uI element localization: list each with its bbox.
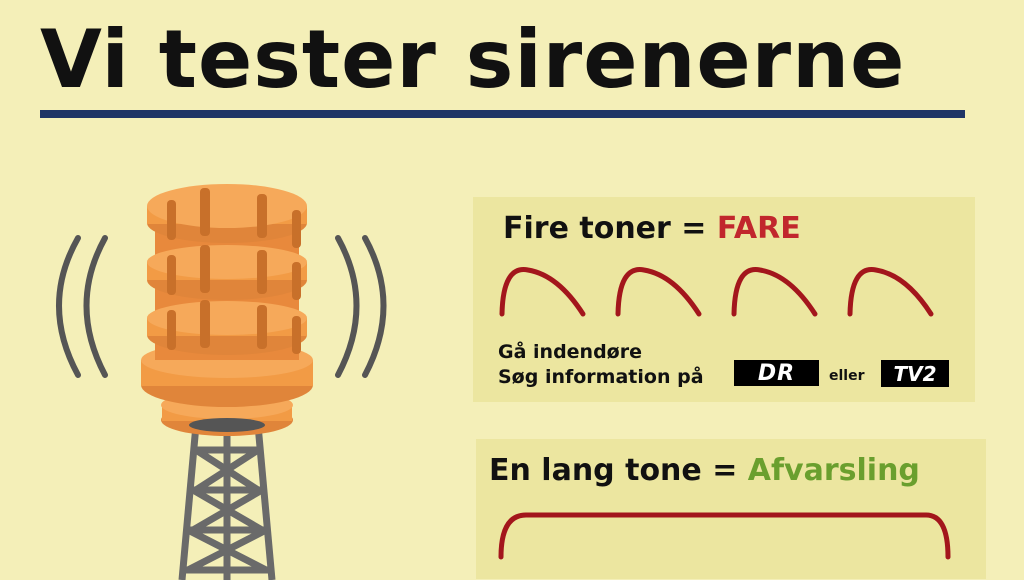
danger-heading: Fire toner = FARE <box>503 211 801 246</box>
sound-wave-left-inner <box>83 235 108 378</box>
page-title: Vi tester sirenerne <box>40 13 906 106</box>
tv2-logo: TV2 <box>881 360 949 387</box>
eller-text: eller <box>829 368 865 384</box>
danger-heading-highlight: FARE <box>716 211 801 246</box>
long-tone-graphic <box>498 512 951 560</box>
instructions: Gå indendøre Søg information på <box>498 340 704 390</box>
tone-wave-2 <box>615 267 702 317</box>
siren-tower-illustration <box>56 184 387 580</box>
instruction-go-indoors: Gå indendøre <box>498 341 642 363</box>
danger-signal-card: Fire toner = FARE Gå indendøre Søg infor… <box>473 197 975 402</box>
sound-wave-left-outer <box>56 235 81 378</box>
sound-wave-right-inner <box>335 235 360 378</box>
all-clear-heading-highlight: Afvarsling <box>747 453 920 488</box>
tone-wave-4 <box>847 267 934 317</box>
tone-wave-3 <box>731 267 818 317</box>
all-clear-card: En lang tone = Afvarsling <box>476 439 986 579</box>
title-underline <box>40 110 965 118</box>
danger-heading-prefix: Fire toner = <box>503 211 717 246</box>
instruction-seek-info: Søg information på <box>498 366 704 388</box>
lattice-tower <box>178 424 276 580</box>
all-clear-heading-prefix: En lang tone = <box>489 453 748 488</box>
long-tone-wave <box>498 512 951 560</box>
sound-wave-right-outer <box>362 235 387 378</box>
four-tones-graphic <box>499 267 934 317</box>
tone-wave-1 <box>499 267 586 317</box>
all-clear-heading: En lang tone = Afvarsling <box>489 453 920 488</box>
siren-body <box>141 184 313 436</box>
dr-logo: DR <box>734 360 819 386</box>
